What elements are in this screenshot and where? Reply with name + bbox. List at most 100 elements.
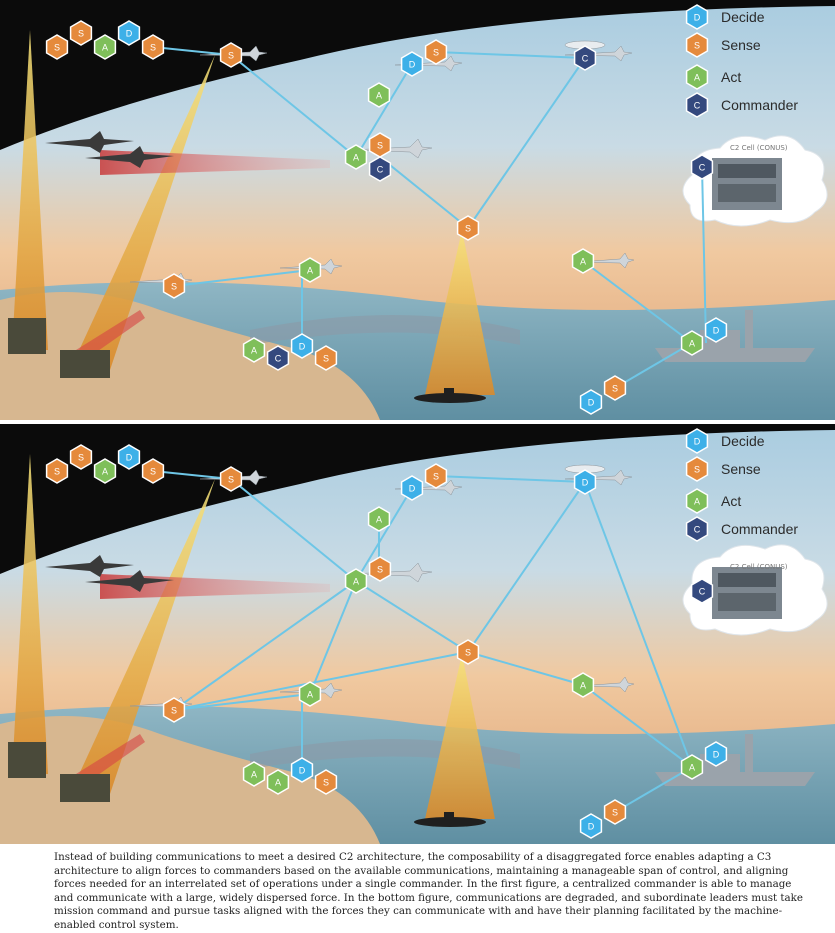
act-node: A xyxy=(571,248,595,274)
sense-node: S xyxy=(456,639,480,665)
decide-hexagon xyxy=(117,444,141,470)
comm-link xyxy=(467,481,586,653)
sense-node-letter: S xyxy=(323,778,329,788)
sense-node: S xyxy=(219,466,243,492)
decide-node-letter: D xyxy=(409,484,416,494)
decide-node: D xyxy=(400,51,424,77)
act-node-letter: A xyxy=(307,266,313,276)
sense-node-letter: S xyxy=(78,29,84,39)
sense-node-letter: S xyxy=(377,141,383,151)
decide-node: D xyxy=(290,757,314,783)
sense-node: S xyxy=(603,375,627,401)
comm-link xyxy=(173,693,311,711)
act-hexagon xyxy=(344,568,368,594)
act-node-letter: A xyxy=(102,43,108,53)
act-hexagon xyxy=(242,761,266,787)
sense-node: S xyxy=(368,556,392,582)
legend-hexagon-letter: D xyxy=(694,13,701,23)
sensor-beam xyxy=(425,230,495,395)
legend-hexagon-letter: D xyxy=(694,437,701,447)
legend-hexagon-commander xyxy=(685,92,709,118)
commander-node-letter: C xyxy=(699,163,706,173)
legend-hexagon-sense xyxy=(685,32,709,58)
c2-cell-label: C2 Cell (CONUS) xyxy=(730,563,788,571)
legend-label-commander: Commander xyxy=(721,521,798,537)
commander-node: C xyxy=(266,345,290,371)
comm-link xyxy=(309,580,357,695)
act-hexagon xyxy=(242,337,266,363)
sensor-beam xyxy=(12,454,48,774)
sense-node: S xyxy=(141,34,165,60)
sense-node: S xyxy=(69,20,93,46)
comm-link xyxy=(355,487,413,582)
commander-hexagon xyxy=(266,345,290,371)
act-node-letter: A xyxy=(376,515,382,525)
act-node-letter: A xyxy=(251,346,257,356)
legend-label-sense: Sense xyxy=(721,37,761,53)
decide-node: D xyxy=(573,469,597,495)
space-band xyxy=(0,0,835,150)
commander-hexagon xyxy=(690,154,714,180)
act-node-letter: A xyxy=(376,91,382,101)
decide-hexagon xyxy=(290,757,314,783)
comm-link xyxy=(435,51,586,59)
figure-caption: Instead of building communications to me… xyxy=(54,851,804,931)
sense-node-letter: S xyxy=(612,384,618,394)
sense-node-letter: S xyxy=(433,472,439,482)
commander-node-letter: C xyxy=(377,165,384,175)
act-node: A xyxy=(571,672,595,698)
enemy-fighters xyxy=(45,131,174,168)
sense-node-letter: S xyxy=(323,354,329,364)
c2-cell-cloud: C2 Cell (CONUS) xyxy=(682,544,828,636)
act-hexagon xyxy=(266,769,290,795)
sense-node-letter: S xyxy=(465,224,471,234)
sense-node: S xyxy=(69,444,93,470)
decide-hexagon xyxy=(704,317,728,343)
decide-hexagon xyxy=(579,813,603,839)
decide-node-letter: D xyxy=(713,326,720,336)
decide-hexagon xyxy=(290,333,314,359)
act-hexagon xyxy=(367,506,391,532)
decide-node-letter: D xyxy=(409,60,416,70)
comm-link xyxy=(701,166,707,344)
sense-node: S xyxy=(45,34,69,60)
legend-hexagon-letter: C xyxy=(694,101,701,111)
sense-hexagon xyxy=(69,20,93,46)
act-node: A xyxy=(344,144,368,170)
commander-node: C xyxy=(690,154,714,180)
comm-link xyxy=(614,766,693,813)
sense-hexagon xyxy=(45,34,69,60)
sense-node-letter: S xyxy=(171,706,177,716)
legend-label-decide: Decide xyxy=(721,9,765,25)
act-hexagon xyxy=(344,144,368,170)
comm-link xyxy=(582,684,693,768)
sense-hexagon xyxy=(603,375,627,401)
act-node: A xyxy=(367,506,391,532)
legend-hexagon-letter: C xyxy=(694,525,701,535)
decide-hexagon xyxy=(704,741,728,767)
submarine xyxy=(414,812,486,827)
act-hexagon xyxy=(93,458,117,484)
act-node-letter: A xyxy=(689,763,695,773)
sensor-beam xyxy=(425,654,495,819)
decide-node: D xyxy=(117,20,141,46)
legend-hexagon-act xyxy=(685,488,709,514)
act-hexagon xyxy=(680,754,704,780)
act-node: A xyxy=(93,458,117,484)
sense-hexagon xyxy=(219,42,243,68)
submarine xyxy=(414,388,486,403)
sense-hexagon xyxy=(141,458,165,484)
decide-node: D xyxy=(117,444,141,470)
act-node-letter: A xyxy=(251,770,257,780)
act-node-letter: A xyxy=(307,690,313,700)
sense-hexagon xyxy=(314,769,338,795)
comm-link xyxy=(230,478,357,582)
legend-hexagon-letter: A xyxy=(694,497,700,507)
act-node-letter: A xyxy=(102,467,108,477)
comm-link xyxy=(152,470,232,480)
legend-hexagon-letter: S xyxy=(694,465,700,475)
legend-item-commander: C Commander xyxy=(685,516,798,542)
comm-link xyxy=(435,475,586,483)
legend-item-commander: C Commander xyxy=(685,92,798,118)
